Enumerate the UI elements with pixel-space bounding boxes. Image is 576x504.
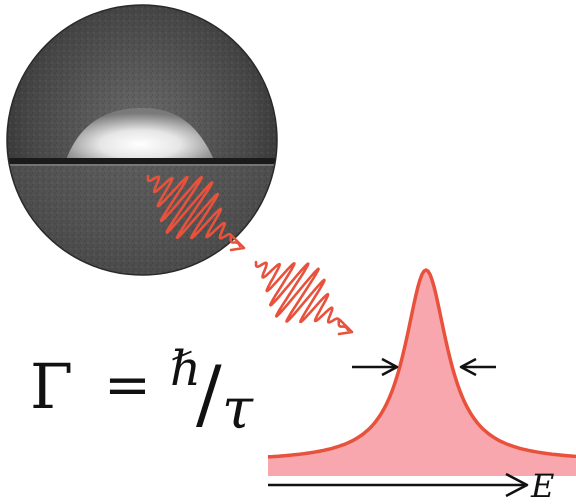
right-width-arrow [459, 357, 496, 377]
wave-packet-1 [146, 174, 246, 252]
axis-label-E: E [530, 467, 554, 504]
lorentzian-peak [267, 268, 576, 476]
wave-packet-2 [254, 260, 354, 336]
tau-symbol: τ [222, 377, 254, 442]
droplet [66, 108, 214, 160]
energy-axis: E [268, 467, 554, 504]
interface-line [7, 158, 277, 164]
left-width-arrow [352, 357, 399, 377]
gamma-symbol: Γ [30, 350, 73, 423]
linewidth-formula: Γ = ℏ / τ [30, 341, 254, 442]
hbar-symbol: ℏ [170, 341, 201, 397]
equals-sign: = [104, 353, 151, 418]
slash: / [196, 349, 222, 438]
